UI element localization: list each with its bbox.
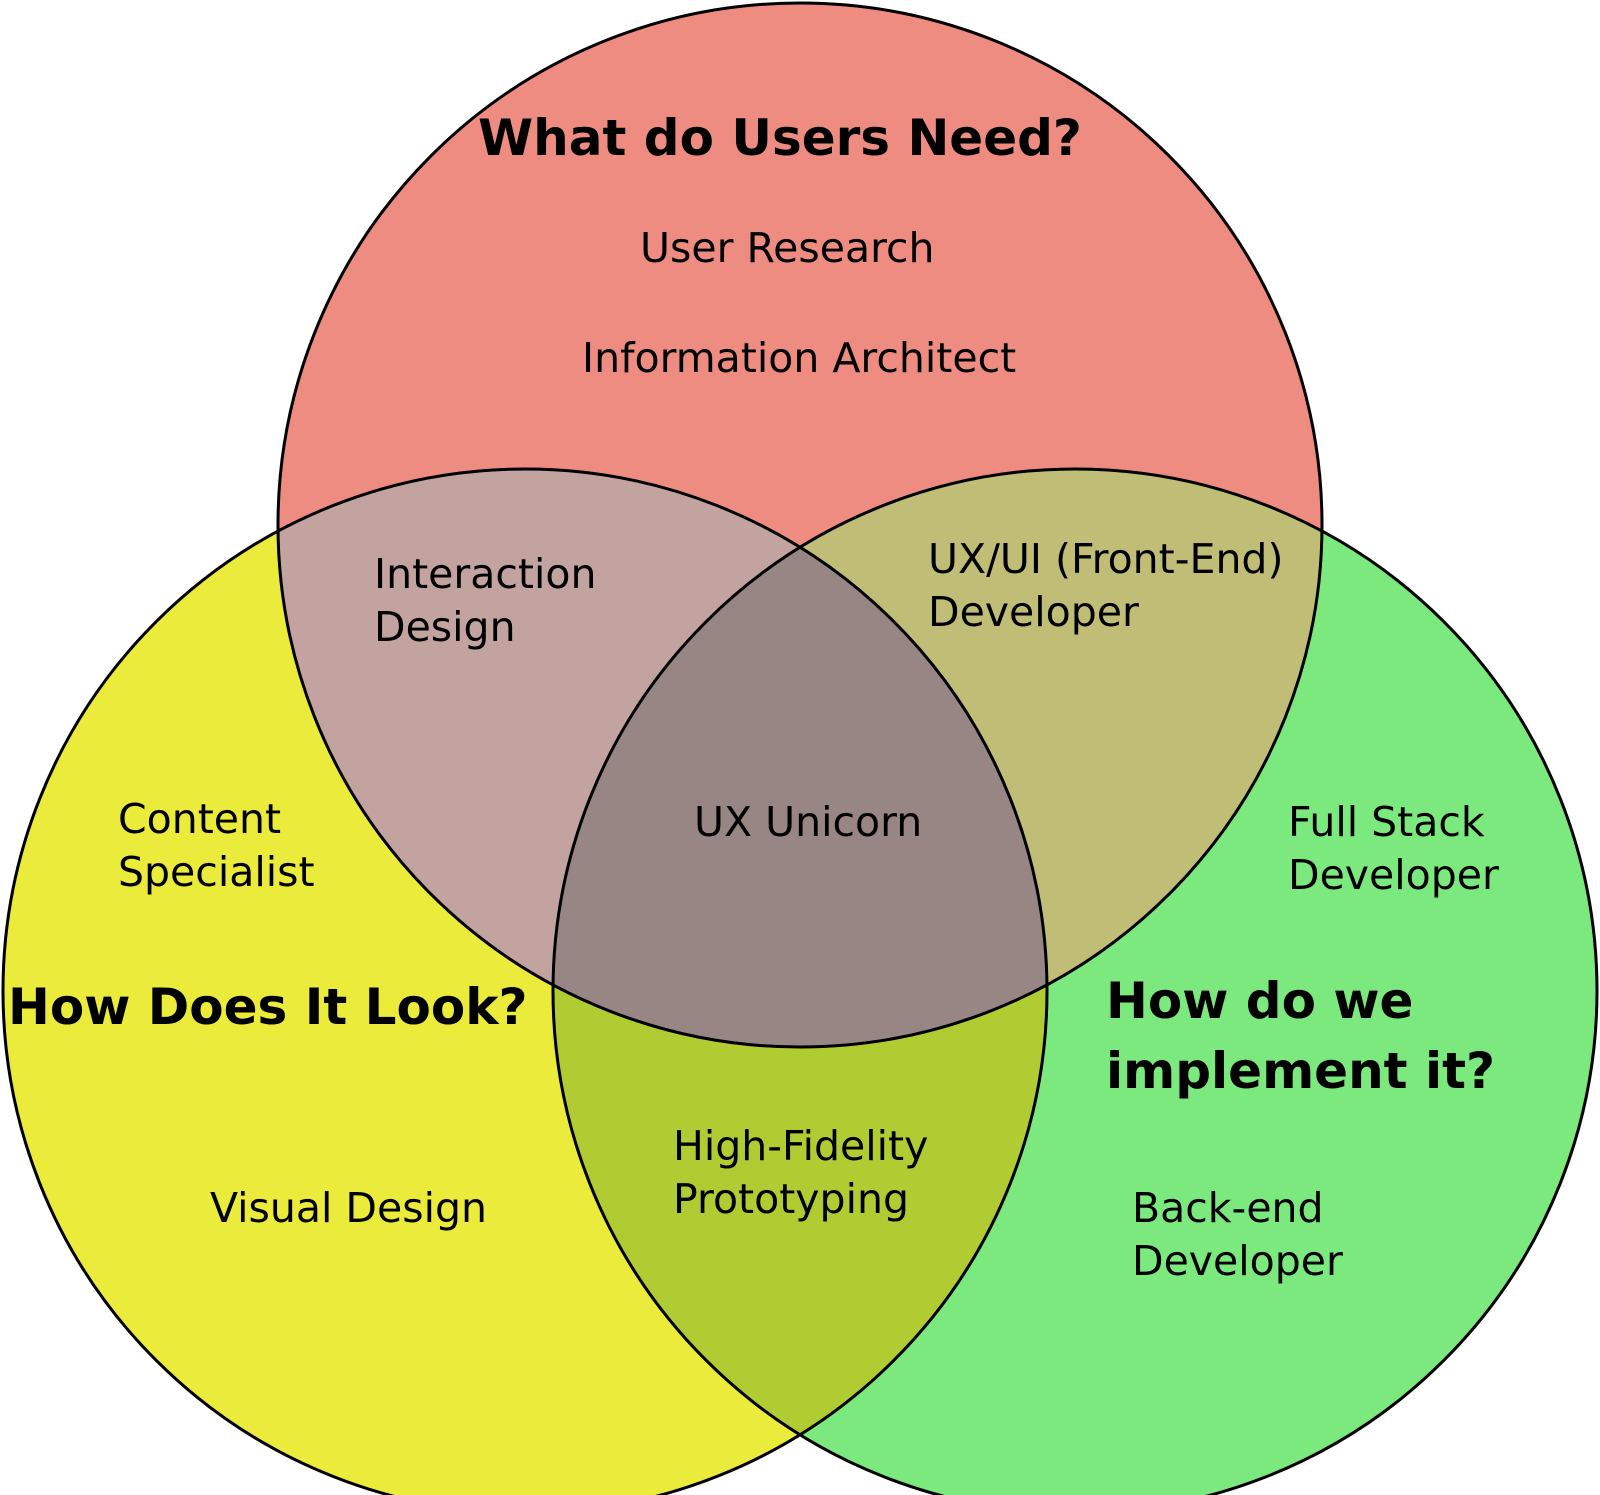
users-circle-outline [276, 1, 1324, 1049]
heading-implement-line-1: How do we [1106, 972, 1413, 1030]
look-circle-outline [1, 467, 1049, 1495]
label-visual-design: Visual Design [210, 1184, 487, 1232]
label-front-end-developer-line-1: UX/UI (Front-End) [928, 535, 1283, 583]
heading-implement-line-2: implement it? [1106, 1042, 1495, 1100]
label-full-stack-developer: Full Stack Developer [1288, 798, 1499, 899]
label-interaction-design-line-1: Interaction [374, 550, 596, 598]
label-high-fidelity-prototyping-line-2: Prototyping [673, 1175, 909, 1223]
label-front-end-developer-line-2: Developer [928, 588, 1139, 636]
label-full-stack-developer-line-1: Full Stack [1288, 798, 1485, 846]
label-ux-unicorn: UX Unicorn [694, 798, 922, 846]
heading-users: What do Users Need? [478, 109, 1082, 167]
heading-look: How Does It Look? [8, 978, 527, 1036]
label-content-specialist-line-1: Content [118, 795, 281, 843]
label-content-specialist-line-2: Specialist [118, 848, 315, 896]
label-back-end-developer-line-2: Developer [1132, 1237, 1343, 1285]
label-content-specialist: Content Specialist [118, 795, 315, 896]
implement-circle-outline [551, 467, 1599, 1495]
label-interaction-design: Interaction Design [374, 550, 609, 651]
label-user-research: User Research [640, 224, 935, 272]
heading-implement: How do we implement it? [1106, 972, 1495, 1100]
label-high-fidelity-prototyping-line-1: High-Fidelity [673, 1122, 928, 1170]
center-overlap [553, 469, 1047, 1047]
label-back-end-developer-line-1: Back-end [1132, 1184, 1324, 1232]
label-full-stack-developer-line-2: Developer [1288, 851, 1499, 899]
label-interaction-design-line-2: Design [374, 603, 516, 651]
label-information-architect: Information Architect [582, 334, 1016, 382]
label-back-end-developer: Back-end Developer [1132, 1184, 1343, 1285]
label-front-end-developer: UX/UI (Front-End) Developer [928, 535, 1297, 636]
label-high-fidelity-prototyping: High-Fidelity Prototyping [673, 1122, 941, 1223]
